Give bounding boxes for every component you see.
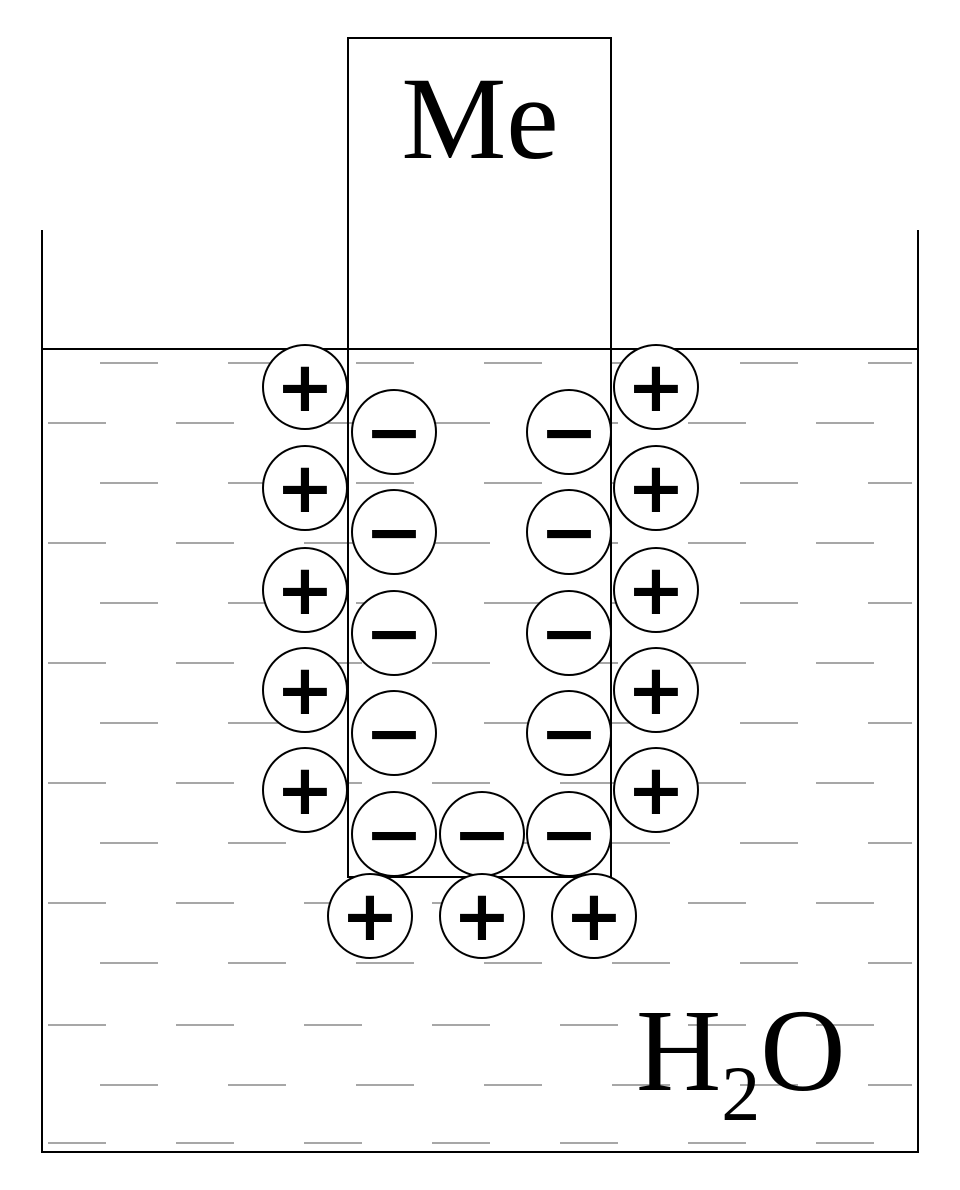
cation-left-sign: + xyxy=(276,649,335,731)
cation-right: + xyxy=(613,747,699,833)
cation-left-circle xyxy=(262,344,348,430)
cation-bottom-sign: + xyxy=(565,875,624,957)
cation-left-circle xyxy=(262,547,348,633)
cation-left: + xyxy=(262,344,348,430)
anion-bottom-sign: − xyxy=(540,793,599,875)
cation-left: + xyxy=(262,747,348,833)
cation-left-sign: + xyxy=(276,549,335,631)
cation-right-circle xyxy=(613,547,699,633)
anion-bottom: − xyxy=(526,791,612,877)
anion-right-sign: − xyxy=(540,491,599,573)
anion-left-circle xyxy=(351,690,437,776)
anion-left: − xyxy=(351,489,437,575)
anion-right: − xyxy=(526,590,612,676)
anion-left-sign: − xyxy=(365,491,424,573)
anion-right-circle xyxy=(526,690,612,776)
cation-left-circle xyxy=(262,647,348,733)
anion-right-sign: − xyxy=(540,391,599,473)
anion-left-circle xyxy=(351,590,437,676)
cation-right: + xyxy=(613,547,699,633)
cation-right-sign: + xyxy=(627,649,686,731)
anion-right: − xyxy=(526,489,612,575)
anion-right-sign: − xyxy=(540,692,599,774)
anion-left-circle xyxy=(351,489,437,575)
anion-bottom: − xyxy=(439,791,525,877)
cation-right: + xyxy=(613,344,699,430)
anion-right-circle xyxy=(526,590,612,676)
cation-right-circle xyxy=(613,747,699,833)
cation-left: + xyxy=(262,445,348,531)
cation-right-circle xyxy=(613,445,699,531)
water-label-h: H xyxy=(636,985,721,1116)
anion-right: − xyxy=(526,690,612,776)
cation-right-sign: + xyxy=(627,346,686,428)
cation-right-circle xyxy=(613,344,699,430)
cation-right: + xyxy=(613,445,699,531)
anion-left: − xyxy=(351,389,437,475)
cation-right-sign: + xyxy=(627,447,686,529)
anion-left: − xyxy=(351,690,437,776)
cation-bottom: + xyxy=(551,873,637,959)
cation-right-sign: + xyxy=(627,549,686,631)
anion-bottom-circle xyxy=(526,791,612,877)
anion-left-sign: − xyxy=(365,692,424,774)
water-label-o: O xyxy=(760,985,845,1116)
cation-bottom-sign: + xyxy=(453,875,512,957)
anion-bottom-sign: − xyxy=(453,793,512,875)
water-label: H2O xyxy=(636,985,845,1137)
anion-bottom-circle xyxy=(351,791,437,877)
cation-left-sign: + xyxy=(276,346,335,428)
metal-label: Me xyxy=(401,53,558,184)
cation-right-circle xyxy=(613,647,699,733)
cation-left-circle xyxy=(262,445,348,531)
anion-left: − xyxy=(351,590,437,676)
anion-right: − xyxy=(526,389,612,475)
anion-bottom: − xyxy=(351,791,437,877)
cation-left-circle xyxy=(262,747,348,833)
anion-left-sign: − xyxy=(365,391,424,473)
cation-bottom-sign: + xyxy=(341,875,400,957)
anion-right-circle xyxy=(526,389,612,475)
cation-bottom: + xyxy=(327,873,413,959)
anion-left-circle xyxy=(351,389,437,475)
cation-right-sign: + xyxy=(627,749,686,831)
cation-bottom: + xyxy=(439,873,525,959)
ion-layer: −−−−−−−−−−−+++++++++++++ xyxy=(262,344,699,959)
water-label-subscript: 2 xyxy=(721,1050,760,1137)
anion-bottom-sign: − xyxy=(365,793,424,875)
beaker-outline xyxy=(41,230,919,1153)
cation-left-sign: + xyxy=(276,447,335,529)
cation-bottom-circle xyxy=(327,873,413,959)
cation-left-sign: + xyxy=(276,749,335,831)
anion-right-sign: − xyxy=(540,592,599,674)
anion-right-circle xyxy=(526,489,612,575)
cation-right: + xyxy=(613,647,699,733)
cation-bottom-circle xyxy=(439,873,525,959)
cation-left: + xyxy=(262,547,348,633)
cation-bottom-circle xyxy=(551,873,637,959)
cation-left: + xyxy=(262,647,348,733)
anion-left-sign: − xyxy=(365,592,424,674)
